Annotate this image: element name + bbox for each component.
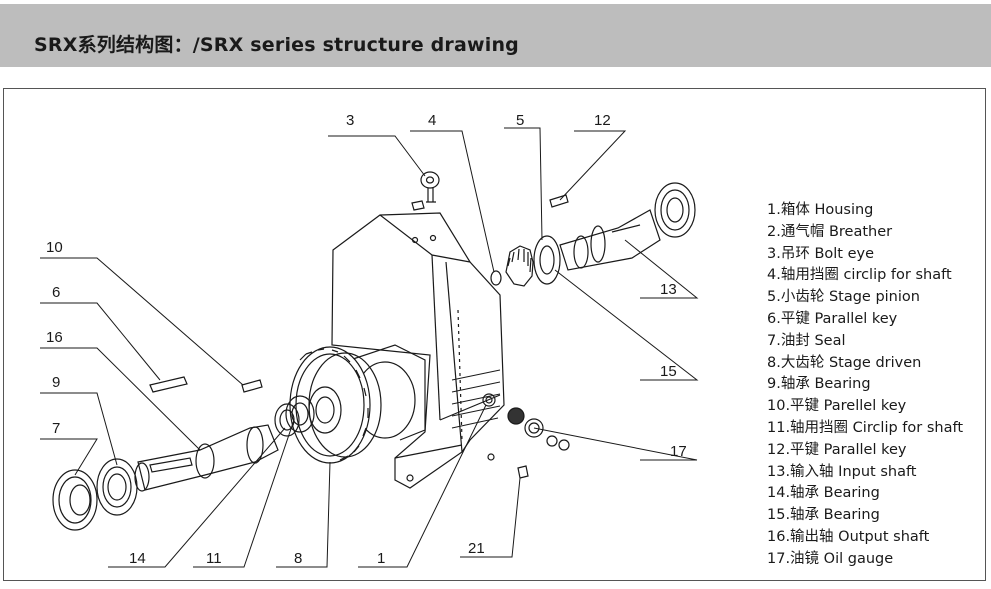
callout-1: 1: [377, 550, 385, 567]
legend-item: 14.轴承 Bearing: [767, 485, 880, 502]
callout-14: 14: [129, 550, 146, 567]
leader-lines: [40, 127, 699, 568]
callout-5: 5: [516, 112, 524, 129]
circlip-4-part: [490, 270, 502, 286]
callout-7: 7: [52, 420, 60, 437]
legend-item: 17.油镜 Oil gauge: [767, 550, 894, 567]
callout-13: 13: [660, 281, 677, 298]
parts-legend: 1.箱体 Housing 2.通气帽 Breather 3.吊环 Bolt ey…: [767, 200, 963, 571]
callout-15: 15: [660, 363, 677, 380]
legend-item: 15.轴承 Bearing: [767, 507, 880, 524]
legend-item: 9.轴承 Bearing: [767, 376, 871, 393]
key-10-part: [241, 379, 263, 393]
legend-item: 5.小齿轮 Stage pinion: [767, 289, 920, 306]
header-bar: SRX系列结构图：/SRX series structure drawing: [0, 4, 991, 67]
callout-16: 16: [46, 329, 63, 346]
legend-item: 2.通气帽 Breather: [767, 223, 893, 240]
callout-3: 3: [346, 112, 354, 129]
callout-9: 9: [52, 374, 60, 391]
legend-item: 11.轴用挡圈 Circlip for shaft: [767, 419, 964, 436]
legend-item: 4.轴用挡圈 circlip for shaft: [767, 267, 952, 284]
legend-item: 12.平键 Parallel key: [767, 441, 907, 458]
part-21: [517, 465, 529, 479]
callout-11: 11: [206, 550, 222, 567]
drawing-frame: [3, 88, 986, 581]
key-6-part: [149, 376, 188, 393]
stage-driven-gear-part: [289, 346, 382, 464]
input-shaft-part: [559, 182, 696, 271]
callout-12: 12: [594, 112, 611, 129]
stage-pinion-part: [505, 235, 561, 287]
callout-10: 10: [46, 239, 63, 256]
callout-21: 21: [468, 540, 485, 557]
oil-gauge-part: [507, 407, 570, 451]
bearing-9-part: [96, 458, 138, 516]
callout-8: 8: [294, 550, 302, 567]
key-12-part: [549, 194, 569, 208]
housing-part: [331, 212, 505, 489]
callout-4: 4: [428, 112, 436, 129]
legend-item: 16.输出轴 Output shaft: [767, 528, 930, 545]
legend-item: 7.油封 Seal: [767, 332, 846, 349]
legend-item: 10.平键 Parellel key: [767, 398, 907, 415]
legend-item: 3.吊环 Bolt eye: [767, 245, 875, 262]
seal-7-part: [52, 469, 98, 531]
callout-6: 6: [52, 284, 60, 301]
legend-item: 1.箱体 Housing: [767, 202, 874, 218]
legend-item: 13.输入轴 Input shaft: [767, 463, 917, 480]
output-shaft-part: [134, 424, 279, 492]
legend-item: 8.大齿轮 Stage driven: [767, 354, 922, 371]
bolt-eye-part: [411, 171, 440, 211]
legend-item: 6.平键 Parallel key: [767, 310, 898, 327]
callout-17: 17: [670, 443, 687, 460]
page-title: SRX系列结构图：/SRX series structure drawing: [34, 34, 519, 56]
